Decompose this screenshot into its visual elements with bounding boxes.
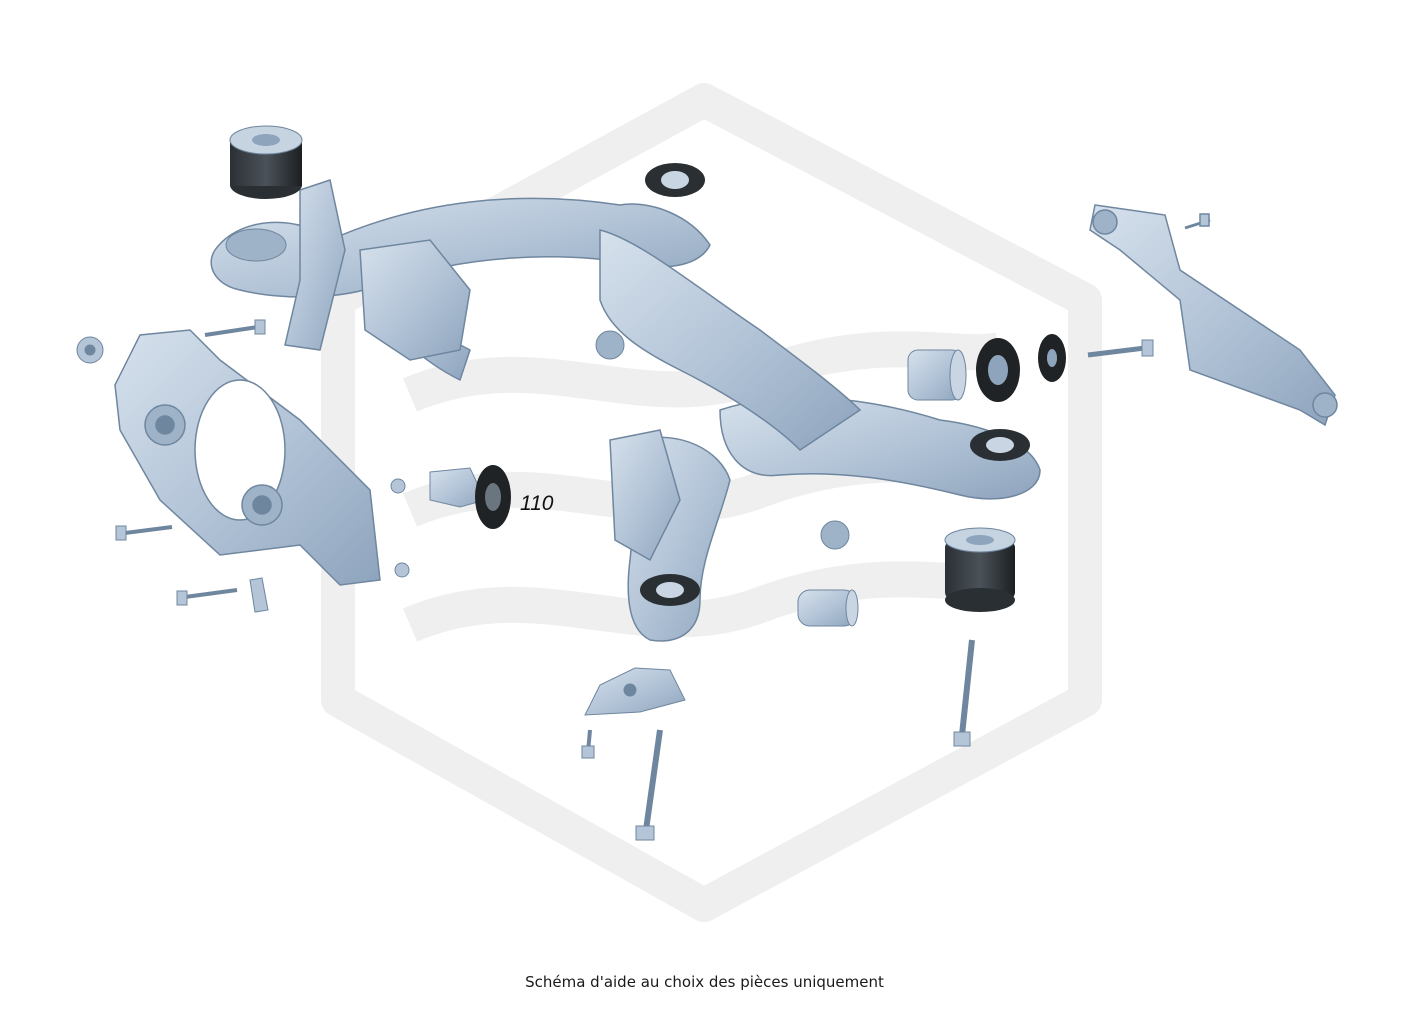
lower-mount-bushing <box>944 527 1016 747</box>
trailing-arm-carrier <box>114 329 381 586</box>
footer-caption: Schéma d'aide au choix des pièces unique… <box>525 973 884 991</box>
center-hardware <box>581 589 859 841</box>
subframe-mounts <box>225 163 1030 606</box>
upper-mount-bushing <box>229 125 303 199</box>
right-bushings <box>907 334 1154 402</box>
part-number-label: 110 <box>520 492 554 515</box>
lateral-link-arm <box>1089 204 1338 427</box>
bushing-part <box>429 465 511 529</box>
left-hardware <box>76 319 410 613</box>
